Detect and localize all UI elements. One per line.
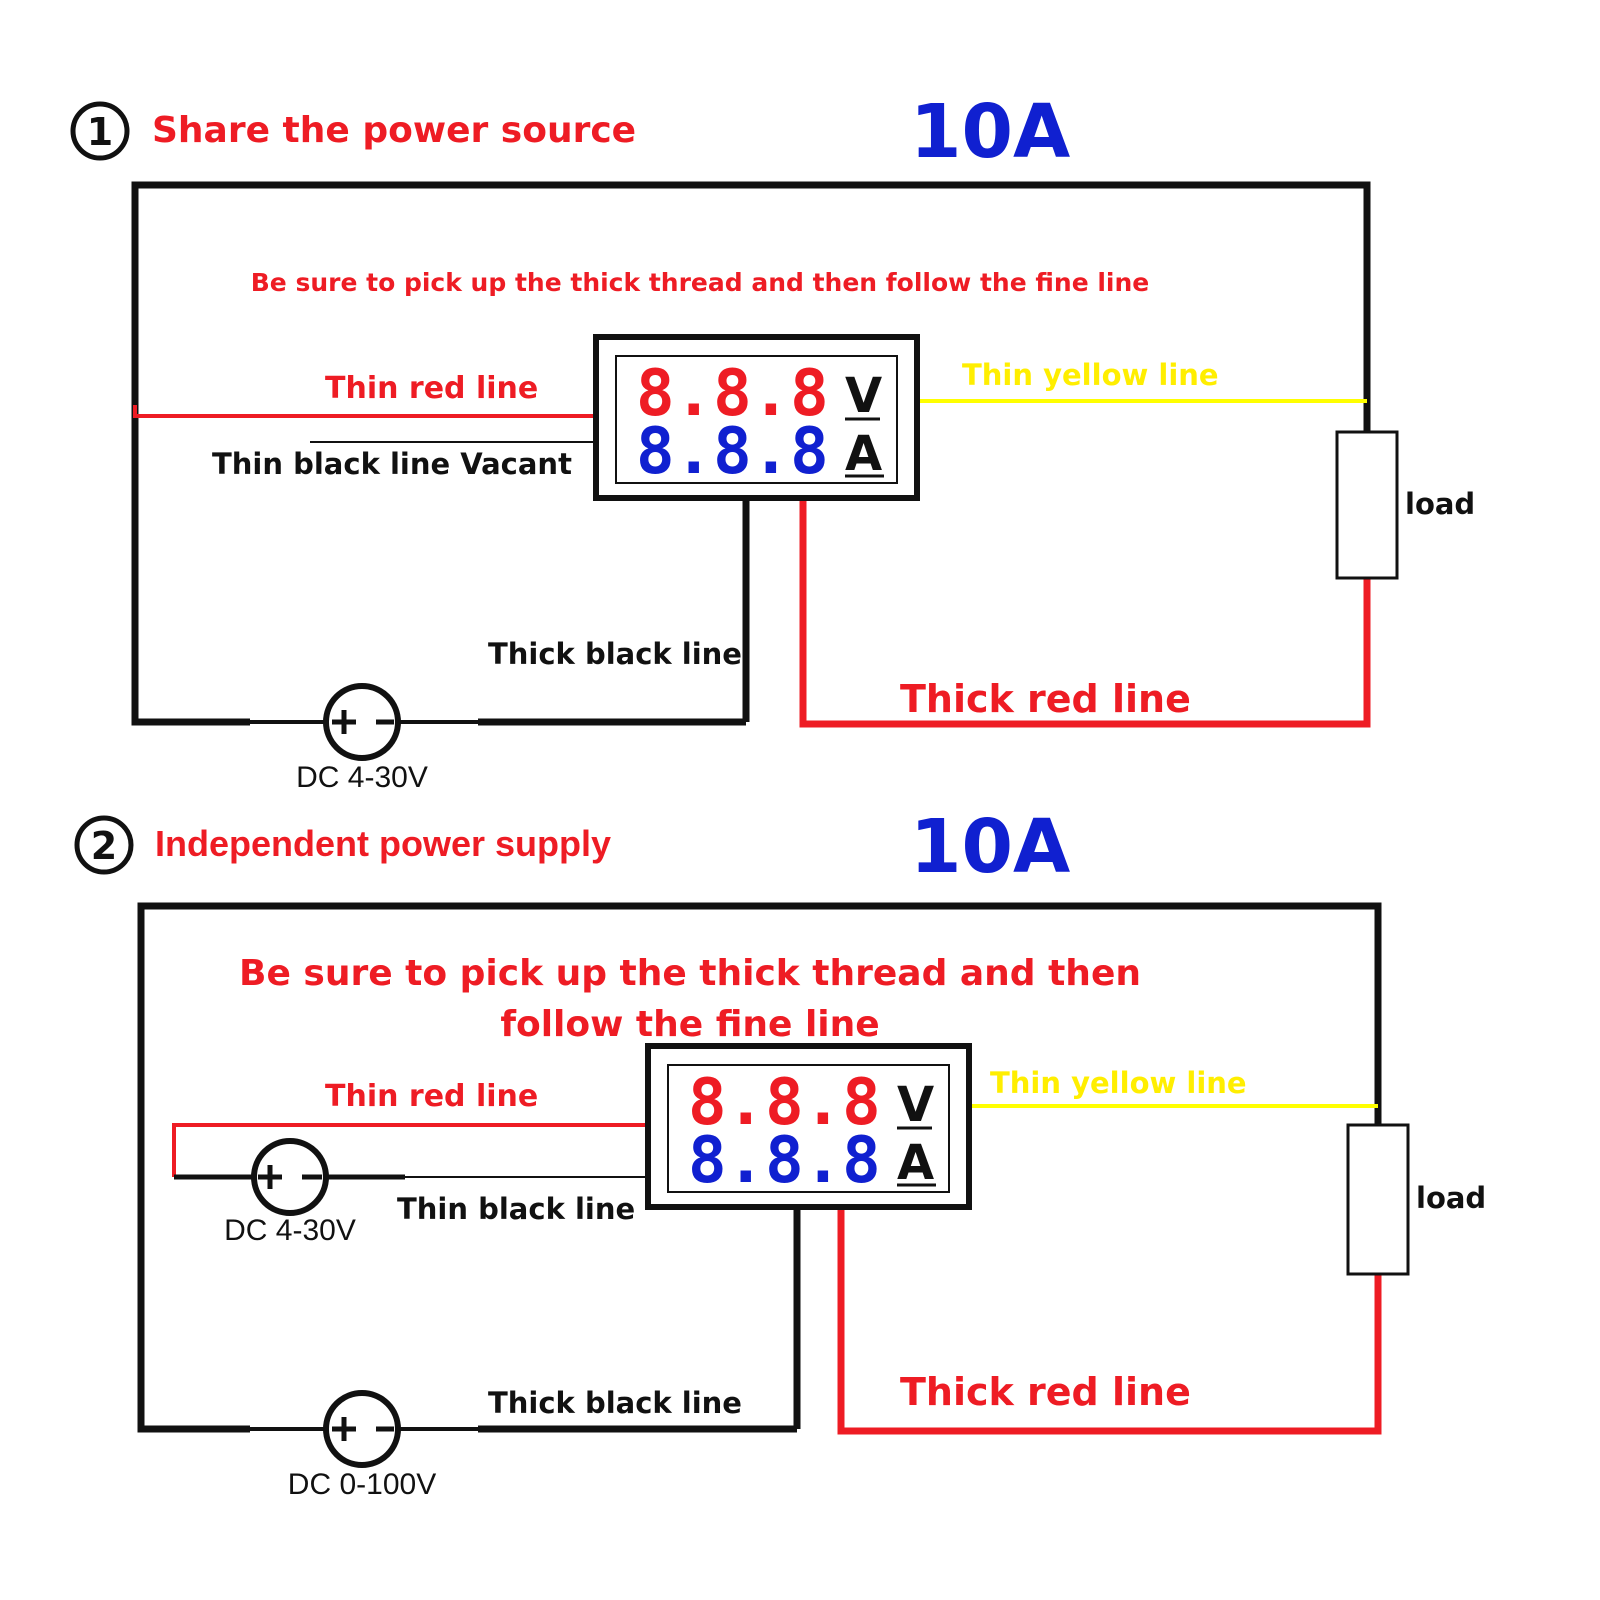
dc-source-2-label: DC 0-100V [288, 1468, 436, 1501]
dc-source-1 [250, 683, 478, 761]
number-badge-1 [70, 101, 130, 161]
load-1-label: load [1405, 487, 1475, 521]
thick-red-label-2: Thick red line [900, 1370, 1191, 1414]
instruction-1: Be sure to pick up the thick thread and … [251, 268, 1150, 297]
frame-wire-1 [131, 181, 1371, 726]
thin-red-label-2: Thin red line [325, 1079, 538, 1114]
diagram-1-rating: 10A [910, 89, 1070, 175]
dc-source-2 [250, 1390, 478, 1468]
meter-1-v-unit: V [845, 368, 882, 424]
diagram-2: 2 Independent power supply 10A DC 4-30V … [74, 804, 1486, 1501]
thin-red-line-1 [133, 405, 596, 418]
meter-2-v-unit: V [897, 1077, 934, 1133]
load-1 [1335, 430, 1399, 580]
thin-red-label-1: Thin red line [325, 371, 538, 406]
meter-2-a-unit: A [897, 1135, 934, 1191]
thick-red-line-1 [799, 498, 1371, 728]
dc-source-aux [174, 1138, 405, 1216]
thin-black-label-1: Thin black line Vacant [212, 447, 572, 481]
dc-source-aux-label: DC 4-30V [224, 1214, 356, 1247]
thick-black-label-2: Thick black line [488, 1386, 742, 1420]
meter-1-volts: 8.8.8 [636, 357, 829, 431]
thin-yellow-label-2: Thin yellow line [990, 1066, 1247, 1100]
meter-2-amps: 8.8.8 [688, 1124, 881, 1198]
dc-source-1-label: DC 4-30V [296, 761, 428, 794]
frame-wire-2 [137, 902, 1382, 1433]
diagram-2-title: Independent power supply [155, 823, 611, 864]
thick-red-line-2 [837, 1207, 1382, 1435]
thick-black-label-1: Thick black line [488, 637, 742, 671]
thick-red-label-1: Thick red line [900, 677, 1191, 721]
meter-1-a-unit: A [845, 426, 882, 482]
load-2-label: load [1416, 1181, 1486, 1215]
thin-yellow-label-1: Thin yellow line [962, 358, 1219, 392]
thin-red-line-2 [172, 1123, 648, 1177]
diagram-1: 1 Share the power source 10A 8.8.8 8.8.8… [70, 89, 1475, 794]
thin-black-label-2: Thin black line [397, 1192, 635, 1226]
diagram-2-rating: 10A [910, 804, 1070, 890]
diagram-1-title: Share the power source [152, 110, 636, 151]
meter-2-volts: 8.8.8 [688, 1066, 881, 1140]
instruction-2-line-1: Be sure to pick up the thick thread and … [239, 953, 1141, 994]
load-2 [1346, 1123, 1410, 1276]
number-badge-1-text: 1 [87, 110, 113, 154]
meter-1-amps: 8.8.8 [636, 415, 829, 489]
number-badge-2 [74, 815, 134, 875]
instruction-2-line-2: follow the fine line [500, 1004, 879, 1045]
number-badge-2-text: 2 [91, 824, 117, 868]
